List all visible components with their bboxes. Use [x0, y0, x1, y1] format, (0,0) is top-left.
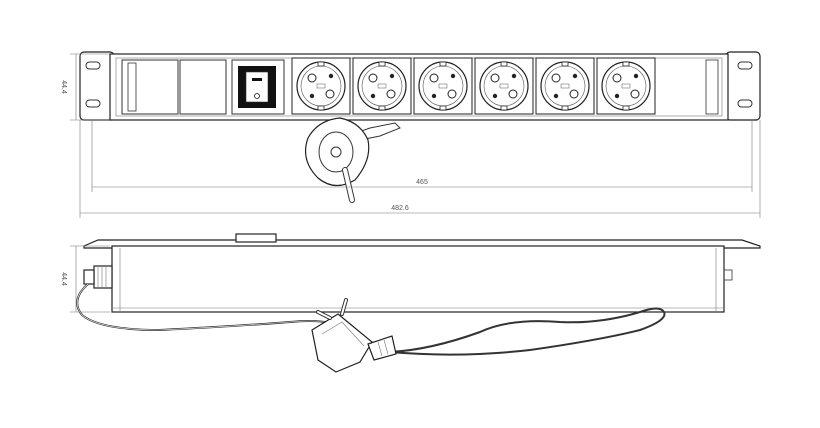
height-dimension-side: 44.4: [60, 245, 110, 313]
power-socket: [474, 57, 534, 115]
plug-top-view: [305, 117, 401, 203]
blank-panel: [121, 59, 179, 115]
side-view: 44.4: [60, 233, 761, 373]
front-view: 44.4 465 482.6: [60, 51, 761, 218]
power-socket: [352, 57, 412, 115]
power-socket: [413, 57, 473, 115]
power-socket: [596, 57, 656, 115]
inner-width-dimension: 465: [91, 120, 753, 192]
blank-panel: [179, 59, 227, 115]
cable-gland: [83, 265, 113, 289]
height-dimension-label: 44.4: [60, 80, 67, 94]
side-height-label: 44.4: [60, 272, 67, 286]
power-switch: [231, 59, 285, 115]
pdu-housing-side: [111, 245, 725, 313]
right-mounting-ear: [725, 51, 761, 121]
height-dimension-front: 44.4: [60, 53, 110, 121]
power-socket: [291, 57, 351, 115]
plug-side-view: [311, 298, 397, 373]
left-mounting-ear: [79, 51, 115, 121]
overall-width-label: 482.6: [391, 205, 409, 212]
overall-width-dimension: 482.6: [79, 120, 761, 218]
inner-width-label: 465: [416, 179, 428, 186]
power-socket: [535, 57, 595, 115]
